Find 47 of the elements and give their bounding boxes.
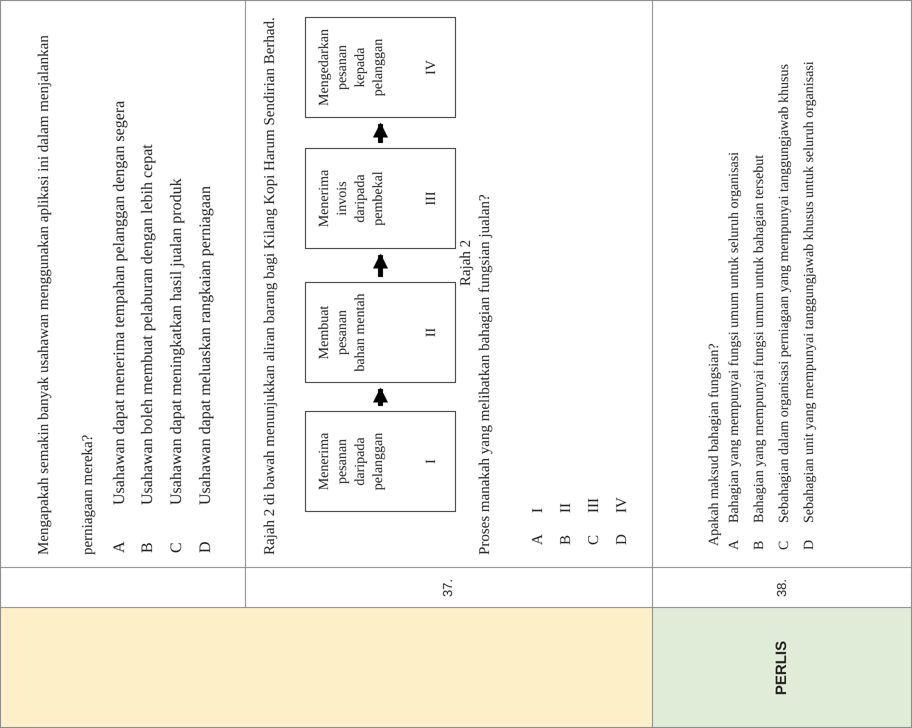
option-letter: A — [110, 541, 129, 553]
process-box — [305, 411, 456, 512]
arrow — [373, 122, 388, 143]
option-letter: D — [801, 540, 818, 550]
option-text: I — [529, 508, 547, 513]
option-text: Sebahagian dalam organisasi perniagaan yang mempunyai tanggungjawab khusus — [776, 64, 793, 523]
option-letter: D — [613, 534, 631, 545]
option-text: Sebahagian unit yang mempunyai tanggungjawab khusus untuk seluruh organisasi — [801, 61, 818, 523]
arrow — [373, 388, 388, 406]
option-letter: C — [167, 542, 186, 553]
option-text: Bahagian yang mempunyai fungsi umum untuk seluruh organisasi — [726, 152, 743, 523]
option-letter: C — [776, 540, 793, 550]
option-text: III — [585, 498, 603, 513]
option-letter: B — [751, 540, 768, 550]
option-text: Bahagian yang mempunyai fungsi umum untuk bahagian tersebut — [751, 154, 768, 523]
option-text: Usahawan dapat meluaskan rangkaian perniagaan — [196, 186, 215, 505]
process-box — [305, 148, 456, 249]
region-label: PERLIS — [773, 640, 791, 698]
option-letter: C — [585, 534, 603, 545]
question-text: Rajah 2 di bawah menunjukkan aliran barang bagi Kilang Kopi Harum Sendirian Berhad. — [261, 17, 279, 555]
option-letter: A — [726, 540, 743, 550]
process-box — [305, 17, 456, 118]
roman-numeral: I — [423, 459, 440, 464]
option-text: Usahawan boleh membuat pelaburan dengan lebih cepat — [138, 144, 157, 505]
arrow — [373, 254, 388, 277]
box-label: Membuat pesanan bahan mentah — [316, 293, 369, 372]
option-letter: B — [138, 542, 157, 553]
option-text: II — [557, 503, 575, 513]
option-text: Usahawan dapat meningkatkan hasil jualan produk — [167, 178, 186, 505]
box-label: Mengedarkan pesanan kepada pelanggan — [316, 28, 387, 107]
box-label: Menerima pesanan daripada pelanggan — [316, 432, 387, 492]
option-letter: B — [557, 534, 575, 545]
question-text: Proses manakah yang melibatkan bahagian fungsian jualan? — [476, 194, 494, 555]
option-text: Usahawan dapat menerima tempahan pelanggan dengan segera — [110, 100, 129, 505]
option-letter: D — [196, 541, 215, 553]
option-text: IV — [613, 497, 631, 513]
option-letter: A — [529, 534, 547, 545]
question-number: 38. — [774, 578, 790, 600]
question-text: Mengapakah semakin banyak usahawan menggunakan aplikasi ini dalam menjalankan perniagaan mereka? — [35, 34, 97, 555]
question-text: Apakah maksud bahagian fungsian? — [706, 343, 723, 546]
process-box — [305, 282, 456, 383]
roman-numeral: II — [423, 328, 440, 338]
box-label: Menerima invois daripada pembekal — [316, 168, 387, 230]
figure-caption: Rajah 2 — [457, 238, 475, 288]
roman-numeral: III — [423, 192, 440, 206]
question-number: 37. — [440, 578, 456, 600]
roman-numeral: IV — [423, 60, 440, 75]
